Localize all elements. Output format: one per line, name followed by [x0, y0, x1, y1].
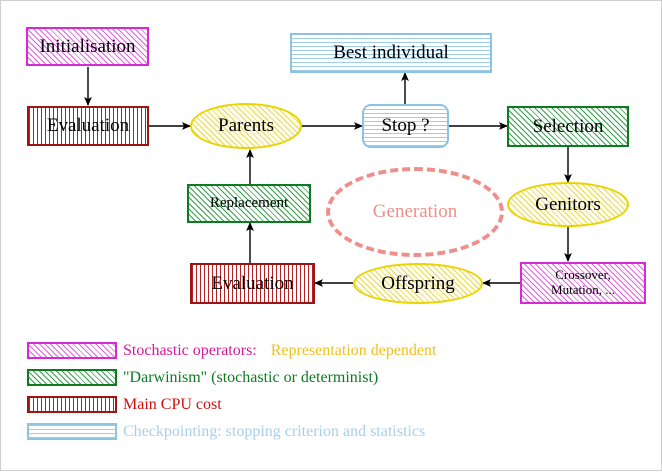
- legend-swatch-diagonal-hatch-green: [27, 369, 117, 386]
- node-selection-label: Selection: [532, 115, 604, 137]
- legend-label-stochastic-main: Stochastic operators:: [123, 341, 257, 359]
- node-variation-operators-line1: Crossover,: [555, 267, 611, 283]
- legend-label-darwinism: "Darwinism" (stochastic or determinist): [123, 368, 379, 386]
- legend-label-checkpointing: Checkpointing: stopping criterion and st…: [123, 422, 426, 440]
- node-stop-label: Stop ?: [381, 115, 430, 137]
- node-stop[interactable]: Stop ?: [362, 104, 449, 148]
- legend-label-stochastic: Stochastic operators: Representation depe…: [123, 342, 436, 360]
- node-parents-label: Parents: [218, 115, 274, 137]
- legend-row-cpu-cost: Main CPU cost: [1, 391, 662, 418]
- node-evaluation-bottom[interactable]: Evaluation: [190, 263, 315, 304]
- legend: Stochastic operators: Representation depe…: [1, 337, 662, 445]
- node-selection[interactable]: Selection: [507, 106, 629, 147]
- legend-swatch-horizontal-hatch-blue: [27, 423, 117, 440]
- legend-swatch-vertical-hatch-red: [27, 396, 117, 413]
- node-evaluation-top[interactable]: Evaluation: [27, 106, 149, 146]
- legend-swatch-diagonal-hatch-magenta: [27, 342, 117, 359]
- node-best-individual[interactable]: Best individual: [290, 33, 492, 73]
- node-best-individual-label: Best individual: [333, 42, 449, 64]
- node-generation-label: Generation: [372, 201, 458, 222]
- node-offspring-label: Offspring: [381, 272, 455, 294]
- node-offspring[interactable]: Offspring: [353, 263, 483, 304]
- legend-row-checkpointing: Checkpointing: stopping criterion and st…: [1, 418, 662, 445]
- legend-label-cpu-cost: Main CPU cost: [123, 395, 222, 413]
- node-replacement[interactable]: Replacement: [187, 184, 311, 223]
- legend-label-stochastic-secondary: Representation dependent: [270, 341, 437, 359]
- legend-row-darwinism: "Darwinism" (stochastic or determinist): [1, 364, 662, 391]
- node-parents[interactable]: Parents: [190, 103, 302, 149]
- node-evaluation-top-label: Evaluation: [46, 115, 130, 137]
- node-evaluation-bottom-label: Evaluation: [211, 272, 294, 294]
- node-variation-operators[interactable]: Crossover, Mutation, ...: [520, 262, 646, 304]
- node-generation: Generation: [326, 167, 504, 257]
- node-initialisation[interactable]: Initialisation: [26, 27, 149, 66]
- node-replacement-label: Replacement: [209, 194, 289, 211]
- node-genitors-label: Genitors: [535, 193, 601, 215]
- node-genitors[interactable]: Genitors: [507, 182, 629, 227]
- node-variation-operators-line2: Mutation, ...: [551, 282, 615, 297]
- node-initialisation-label: Initialisation: [39, 35, 136, 57]
- legend-row-stochastic: Stochastic operators: Representation depe…: [1, 337, 662, 364]
